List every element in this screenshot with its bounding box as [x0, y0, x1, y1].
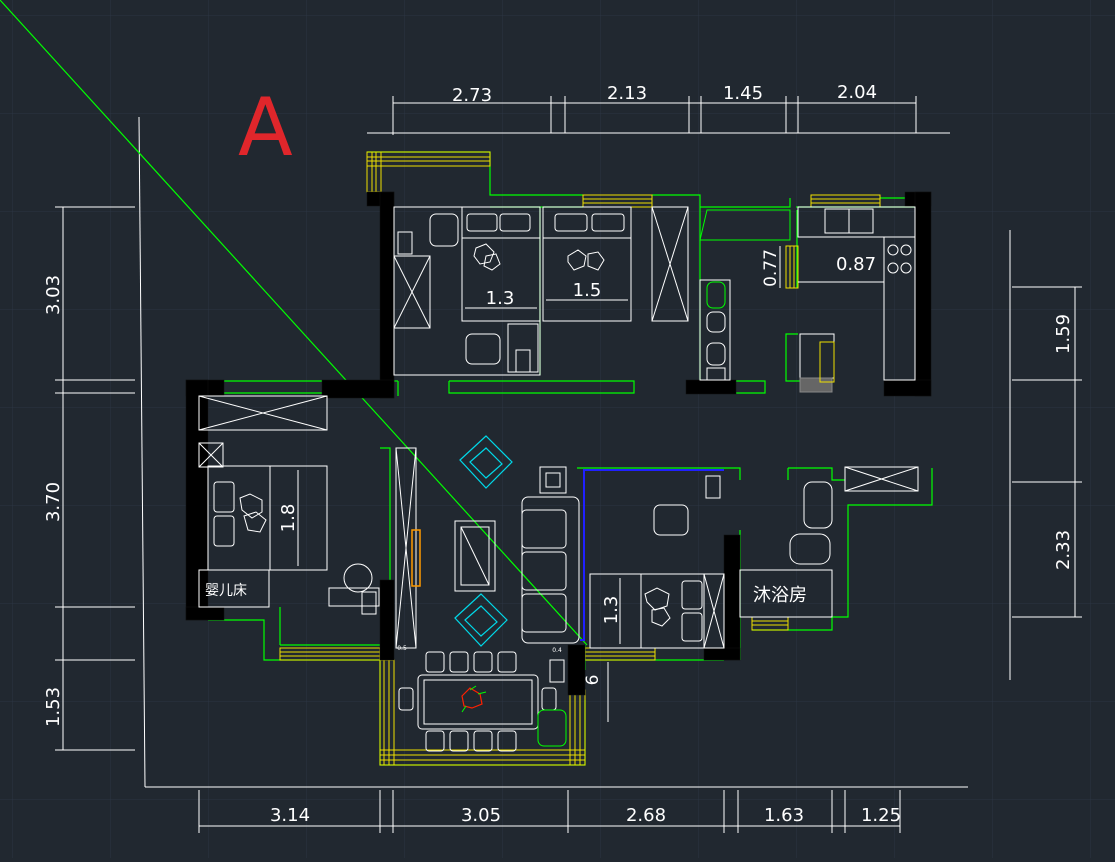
- accents: [411, 341, 835, 713]
- dim-top-3: 1.45: [723, 83, 763, 104]
- dim-top-4: 2.04: [837, 82, 877, 103]
- dim-bottom-3: 2.68: [626, 805, 666, 826]
- dim-bottom-1: 3.14: [270, 805, 310, 826]
- dim-left-1: 3.03: [43, 275, 64, 315]
- dim-left-3: 1.53: [43, 687, 64, 727]
- dim-left-2: 3.70: [43, 482, 64, 522]
- green-details: [537, 209, 791, 747]
- door-frame: [580, 469, 724, 641]
- dim-top-2: 2.13: [607, 83, 647, 104]
- frame-lines: [138, 116, 1011, 788]
- guest-bed-width: 1.3: [601, 596, 622, 625]
- left-dimension-chain: [55, 206, 135, 751]
- bottom-dimension-chain: [198, 790, 901, 833]
- kitchen-depth: 0.87: [836, 254, 876, 275]
- small-dim-a: 0.5: [397, 645, 407, 652]
- dim-top-1: 2.73: [452, 85, 492, 106]
- dim-bottom-5: 1.25: [861, 805, 901, 826]
- step-dim: 6: [583, 675, 603, 686]
- bed-2-width: 1.5: [573, 280, 602, 301]
- lounge-chairs: [454, 435, 513, 647]
- bathroom-label: 沐浴房: [753, 585, 807, 606]
- master-bed-width: 1.8: [278, 504, 299, 533]
- furniture: [198, 206, 919, 752]
- small-dim-b: 0.4: [552, 647, 562, 654]
- walls: [185, 191, 932, 696]
- right-dimension-chain: [1012, 286, 1082, 618]
- inner-dimensions: [297, 246, 884, 722]
- sheet-letter: A: [238, 81, 293, 174]
- dim-right-2: 2.33: [1053, 530, 1074, 570]
- dim-right-1: 1.59: [1053, 314, 1074, 354]
- dim-bottom-4: 1.63: [764, 805, 804, 826]
- dim-bottom-2: 3.05: [461, 805, 501, 826]
- top-dimension-chain: [392, 96, 917, 135]
- bed-1-width: 1.3: [486, 288, 515, 309]
- crib-label: 婴儿床: [205, 583, 247, 599]
- kitchen-width: 0.77: [761, 249, 781, 287]
